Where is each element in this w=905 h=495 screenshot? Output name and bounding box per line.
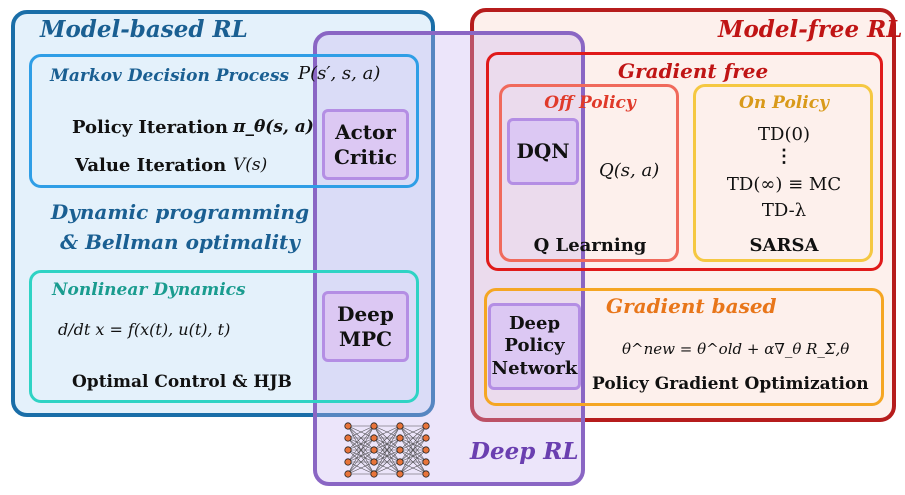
dpn-network-label: Network xyxy=(491,357,578,379)
actor-critic-box: Actor Critic xyxy=(322,109,409,180)
mdp-title: Markov Decision Process xyxy=(50,66,290,86)
mpc-label: MPC xyxy=(338,326,393,351)
q-expression: Q(s, a) xyxy=(599,160,660,181)
td-lambda-label: TD-λ xyxy=(761,200,807,221)
td-dots: ⋮ xyxy=(775,146,793,167)
dynamics-equation: d/dt x = f(x(t), u(t), t) xyxy=(58,320,231,339)
off-policy-box xyxy=(499,84,679,262)
nonlinear-dynamics-box xyxy=(29,270,419,403)
td-infinity-label: TD(∞) ≡ MC xyxy=(726,174,842,195)
policy-gradient-label: Policy Gradient Optimization xyxy=(592,374,869,394)
critic-label: Critic xyxy=(333,144,398,169)
model-based-title: Model-based RL xyxy=(40,16,248,43)
dqn-box: DQN xyxy=(507,118,579,185)
gradient-based-title: Gradient based xyxy=(606,294,777,318)
on-policy-box xyxy=(693,84,873,262)
transition-expression: P(s′, s, a) xyxy=(298,63,381,84)
policy-expression: π_θ(s, a) xyxy=(233,117,314,137)
q-learning-label: Q Learning xyxy=(533,235,647,256)
nonlinear-dynamics-title: Nonlinear Dynamics xyxy=(52,280,246,300)
deep-label: Deep xyxy=(337,301,394,326)
dynamic-programming-label: Dynamic programming xyxy=(50,200,310,224)
policy-iteration-label: Policy Iteration xyxy=(72,117,228,138)
actor-label: Actor xyxy=(335,119,396,144)
deep-rl-title: Deep RL xyxy=(470,438,579,465)
policy-update-rule: θ^new = θ^old + α∇_θ R_Σ,θ xyxy=(622,340,850,358)
value-expression: V(s) xyxy=(233,155,268,175)
td0-label: TD(0) xyxy=(758,124,810,145)
deep-mpc-box: Deep MPC xyxy=(322,291,409,362)
value-iteration-label: Value Iteration xyxy=(75,155,227,176)
optimal-control-label: Optimal Control & HJB xyxy=(72,372,292,392)
mdp-box xyxy=(29,54,419,188)
dpn-policy-label: Policy xyxy=(504,335,565,357)
deep-rl-region xyxy=(313,31,585,486)
model-free-title: Model-free RL xyxy=(718,16,903,43)
deep-policy-network-box: Deep Policy Network xyxy=(488,303,581,390)
gradient-free-box xyxy=(486,52,883,271)
dpn-deep-label: Deep xyxy=(508,312,561,334)
sarsa-label: SARSA xyxy=(749,235,819,256)
dqn-label: DQN xyxy=(516,139,570,163)
off-policy-title: Off Policy xyxy=(544,93,636,113)
gradient-free-title: Gradient free xyxy=(618,59,769,83)
gradient-based-box xyxy=(484,288,884,406)
on-policy-title: On Policy xyxy=(739,93,829,113)
bellman-optimality-label: & Bellman optimality xyxy=(60,230,300,254)
neural-network-icon xyxy=(344,422,430,478)
